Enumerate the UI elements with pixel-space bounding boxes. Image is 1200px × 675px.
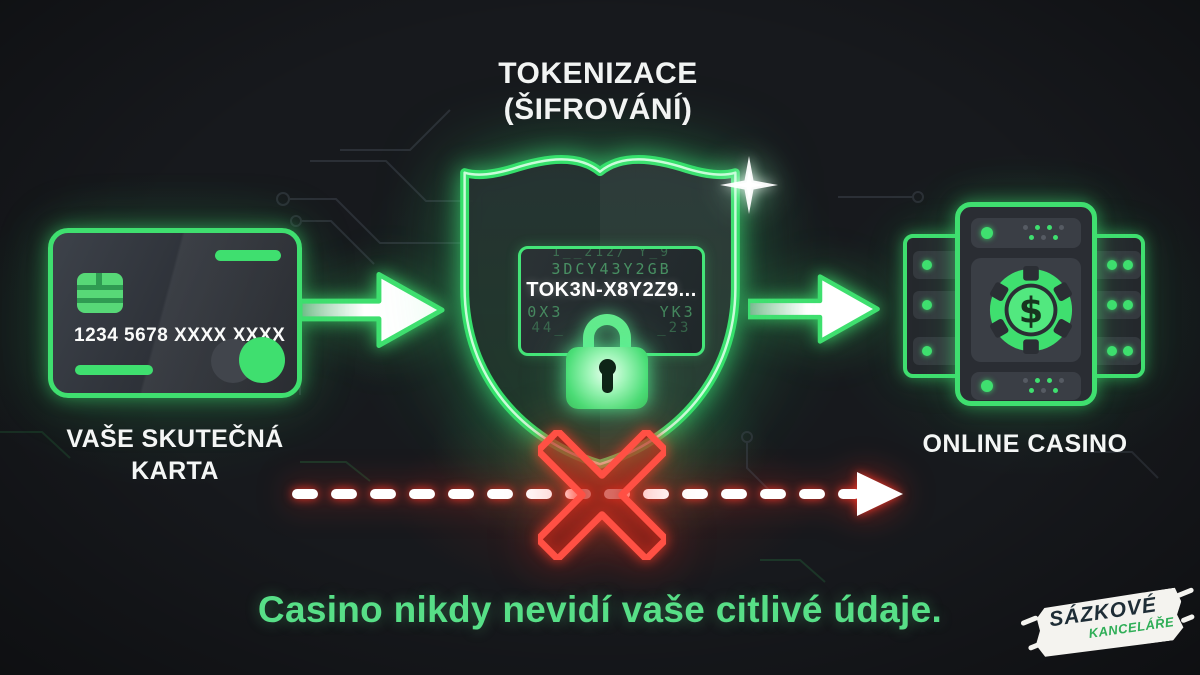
cipher-line-1: 1__212/ Y_9 (551, 246, 672, 260)
lock-body (566, 347, 648, 409)
server-slot-top (971, 218, 1081, 248)
card-stripe-bottom (75, 365, 153, 375)
keyhole-stem (602, 371, 613, 393)
card-stripe-top (215, 250, 281, 261)
token-value: TOK3N-X8Y2Z9... (526, 279, 697, 302)
cipher-line-5: 44_ _23 (531, 320, 692, 337)
casino-servers: $ (893, 196, 1155, 412)
title-line-2: (ŠIFROVÁNÍ) (503, 93, 693, 126)
arrow-right-icon-1 (300, 272, 445, 348)
server-slot-bottom (971, 372, 1081, 400)
credit-card: 1234 5678 XXXX XXXX (48, 228, 302, 398)
led-cluster (1023, 225, 1069, 241)
arrow-right-icon-2 (748, 274, 880, 344)
card-chip-icon (77, 273, 123, 313)
cipher-line-2: 3DCY43Y2GB (551, 259, 672, 278)
card-logo-circle-green (239, 337, 285, 383)
dollar-symbol: $ (1019, 291, 1043, 332)
page-title: TOKENIZACE (ŠIFROVÁNÍ) (398, 56, 798, 128)
bottom-message: Casino nikdy nevidí vaše citlivé údaje. (257, 589, 943, 630)
lock-shackle (583, 314, 631, 356)
status-dot (981, 227, 993, 239)
title-line-1: TOKENIZACE (498, 57, 698, 90)
server-tower: $ (955, 202, 1097, 406)
card-label: VAŠE SKUTEČNÁ KARTA (10, 424, 340, 487)
casino-label: ONLINE CASINO (922, 430, 1128, 458)
card-label-line-2: KARTA (131, 456, 219, 485)
blocked-path-arrow (292, 472, 903, 516)
blocked-x-icon (538, 430, 666, 560)
card-label-line-1: VAŠE SKUTEČNÁ (66, 425, 284, 453)
casino-chip-icon: $ (987, 266, 1075, 359)
lock-icon (566, 314, 648, 410)
sparkle-icon (720, 156, 778, 214)
cipher-line-4: 0X3 YK3 (527, 303, 696, 322)
status-dot (981, 380, 993, 392)
led-cluster (1023, 378, 1069, 394)
